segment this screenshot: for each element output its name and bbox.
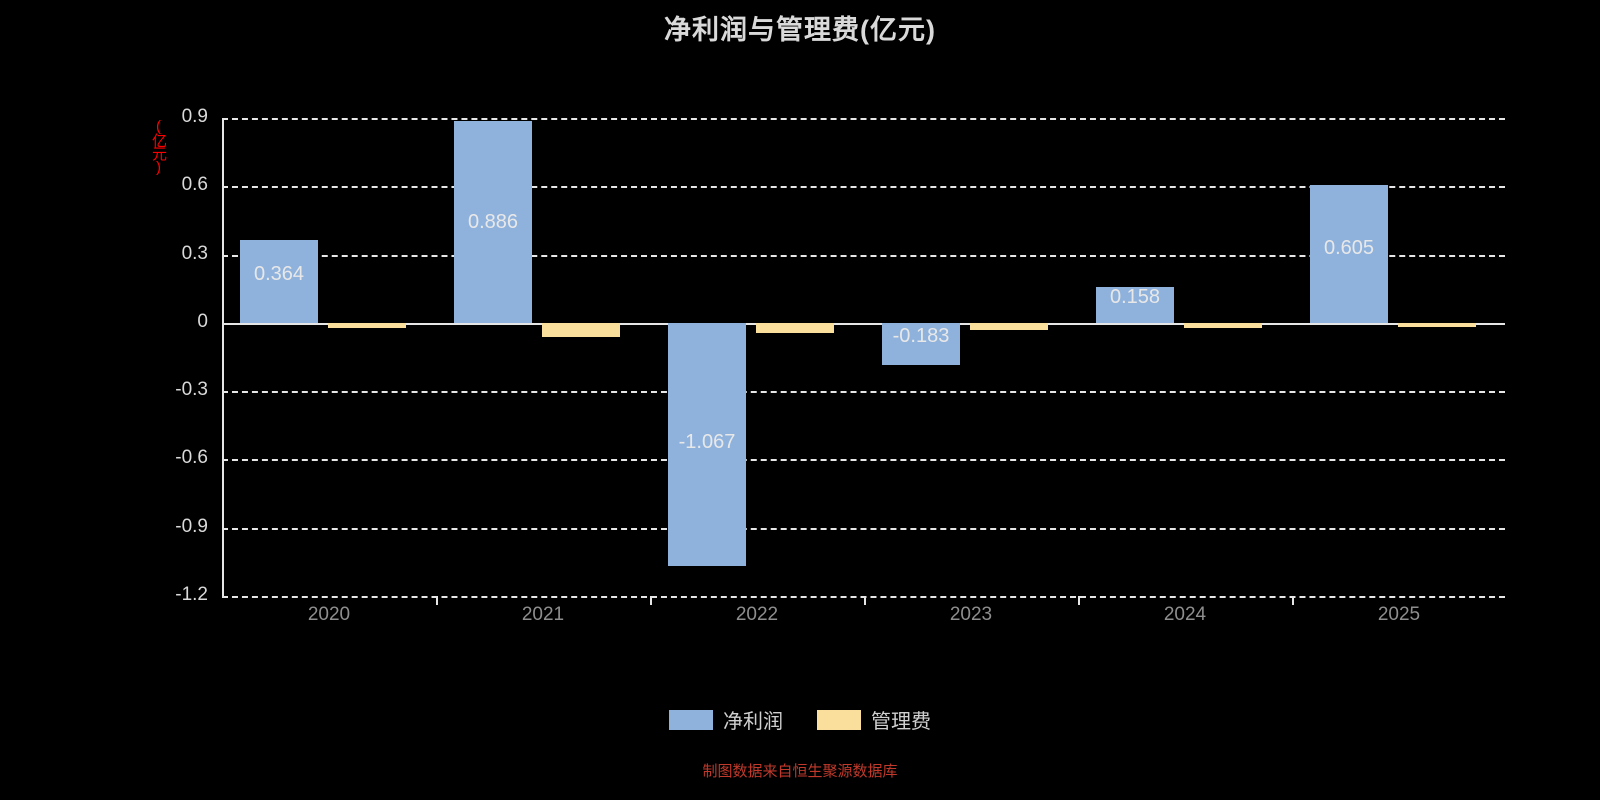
x-tick-label-2025: 2025 [1377, 604, 1421, 625]
x-tick-label-2024: 2024 [1163, 604, 1207, 625]
legend-swatch-net-profit [669, 709, 713, 730]
bar-value-label: 0.605 [1323, 237, 1375, 259]
legend-swatch-admin-expense [817, 709, 861, 730]
chart-legend: 净利润 管理费 [0, 705, 1600, 734]
legend-item-net-profit[interactable]: 净利润 [669, 705, 783, 734]
y-axis-line [222, 118, 224, 596]
bar-value-label: 0.886 [467, 211, 519, 233]
gridline [222, 596, 1505, 598]
x-axis-tick [1292, 596, 1294, 605]
bar-net-profit [668, 323, 746, 566]
bar-admin-expense [542, 323, 620, 337]
x-tick-label-2022: 2022 [735, 604, 779, 625]
bar-admin-expense [756, 323, 834, 333]
bar-net-profit [1310, 185, 1388, 323]
x-axis-tick [1078, 596, 1080, 605]
x-tick-label-2020: 2020 [307, 604, 351, 625]
gridline [222, 528, 1505, 530]
y-tick-label: -1.2 [175, 584, 208, 605]
y-tick-label: 0.9 [181, 106, 208, 127]
bar-net-profit [454, 121, 532, 323]
bar-admin-expense [1398, 323, 1476, 327]
bar-admin-expense [970, 323, 1048, 330]
y-tick-label: -0.6 [175, 447, 208, 468]
gridline [222, 255, 1505, 257]
bar-value-label: 0.158 [1109, 286, 1161, 308]
x-tick-label-2023: 2023 [949, 604, 993, 625]
y-tick-label: 0.6 [181, 174, 208, 195]
y-tick-label: -0.9 [175, 516, 208, 537]
legend-label-net-profit: 净利润 [723, 711, 783, 733]
bar-admin-expense [328, 323, 406, 328]
bar-net-profit [1096, 287, 1174, 323]
x-tick-label-2021: 2021 [521, 604, 565, 625]
y-tick-label: 0.3 [181, 243, 208, 264]
chart-footnote: 制图数据来自恒生聚源数据库 [702, 763, 898, 780]
bar-net-profit [882, 323, 960, 365]
gridline [222, 459, 1505, 461]
x-axis-tick [650, 596, 652, 605]
y-tick-label: -0.3 [175, 379, 208, 400]
y-axis-title: (亿元) [150, 118, 167, 174]
bar-value-label: -1.067 [678, 431, 736, 453]
x-axis-tick [436, 596, 438, 605]
bar-net-profit [240, 240, 318, 323]
gridline [222, 118, 1505, 120]
legend-label-admin-expense: 管理费 [871, 711, 931, 733]
chart-title: 净利润与管理费(亿元) [664, 15, 936, 45]
zero-line [222, 323, 1505, 325]
plot-area: 0.364 0.886 -1.067 -0.183 0.158 0.605 [222, 118, 1505, 598]
bar-value-label: -0.183 [892, 325, 950, 347]
bar-value-label: 0.364 [253, 263, 305, 285]
x-axis-tick [864, 596, 866, 605]
legend-item-admin-expense[interactable]: 管理费 [817, 705, 931, 734]
y-tick-label: 0 [197, 311, 208, 332]
bar-admin-expense [1184, 323, 1262, 328]
gridline [222, 391, 1505, 393]
gridline [222, 186, 1505, 188]
